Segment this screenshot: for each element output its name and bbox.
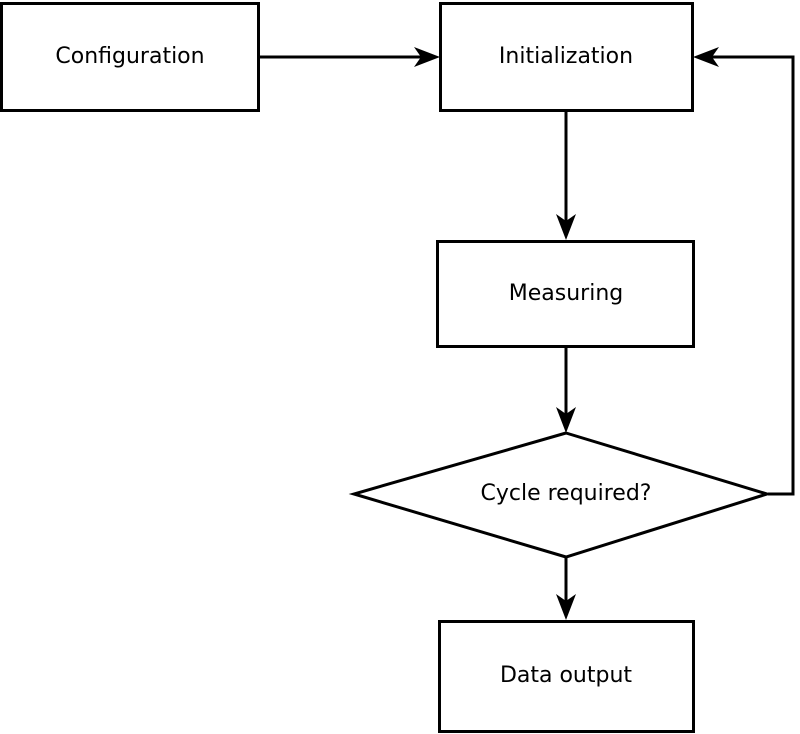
node-measuring-label: Measuring [509,281,623,306]
node-initialization-label: Initialization [499,44,633,69]
node-initialization[interactable]: Initialization [439,2,694,112]
node-configuration-label: Configuration [55,44,204,69]
node-data-output[interactable]: Data output [438,620,695,733]
arrowhead-down-cycle-required [556,407,576,433]
node-measuring[interactable]: Measuring [436,240,695,348]
node-configuration[interactable]: Configuration [0,2,260,112]
arrowhead-left-initialization [693,47,719,67]
arrowhead-down-measuring [556,214,576,240]
node-data-output-shape[interactable] [438,620,695,733]
edge-line-cycle-required-to-initialization [705,55,795,496]
node-configuration-shape[interactable] [0,2,260,112]
edge-measuring-to-cycle-required [556,348,576,433]
edge-cycle-required-to-initialization [693,47,795,496]
node-measuring-shape[interactable] [436,240,695,348]
edge-initialization-to-measuring [556,112,576,240]
arrowhead-right-initialization [414,47,440,67]
node-cycle-required-shape[interactable] [348,431,773,559]
node-cycle-required-label: Cycle required? [481,481,652,506]
node-data-output-label: Data output [500,663,632,688]
edge-configuration-to-initialization [259,47,440,67]
node-cycle-required[interactable]: Cycle required? [348,431,773,559]
arrowhead-down-data-output [556,594,576,620]
edge-cycle-required-to-data-output [556,558,576,620]
node-initialization-shape[interactable] [439,2,694,112]
